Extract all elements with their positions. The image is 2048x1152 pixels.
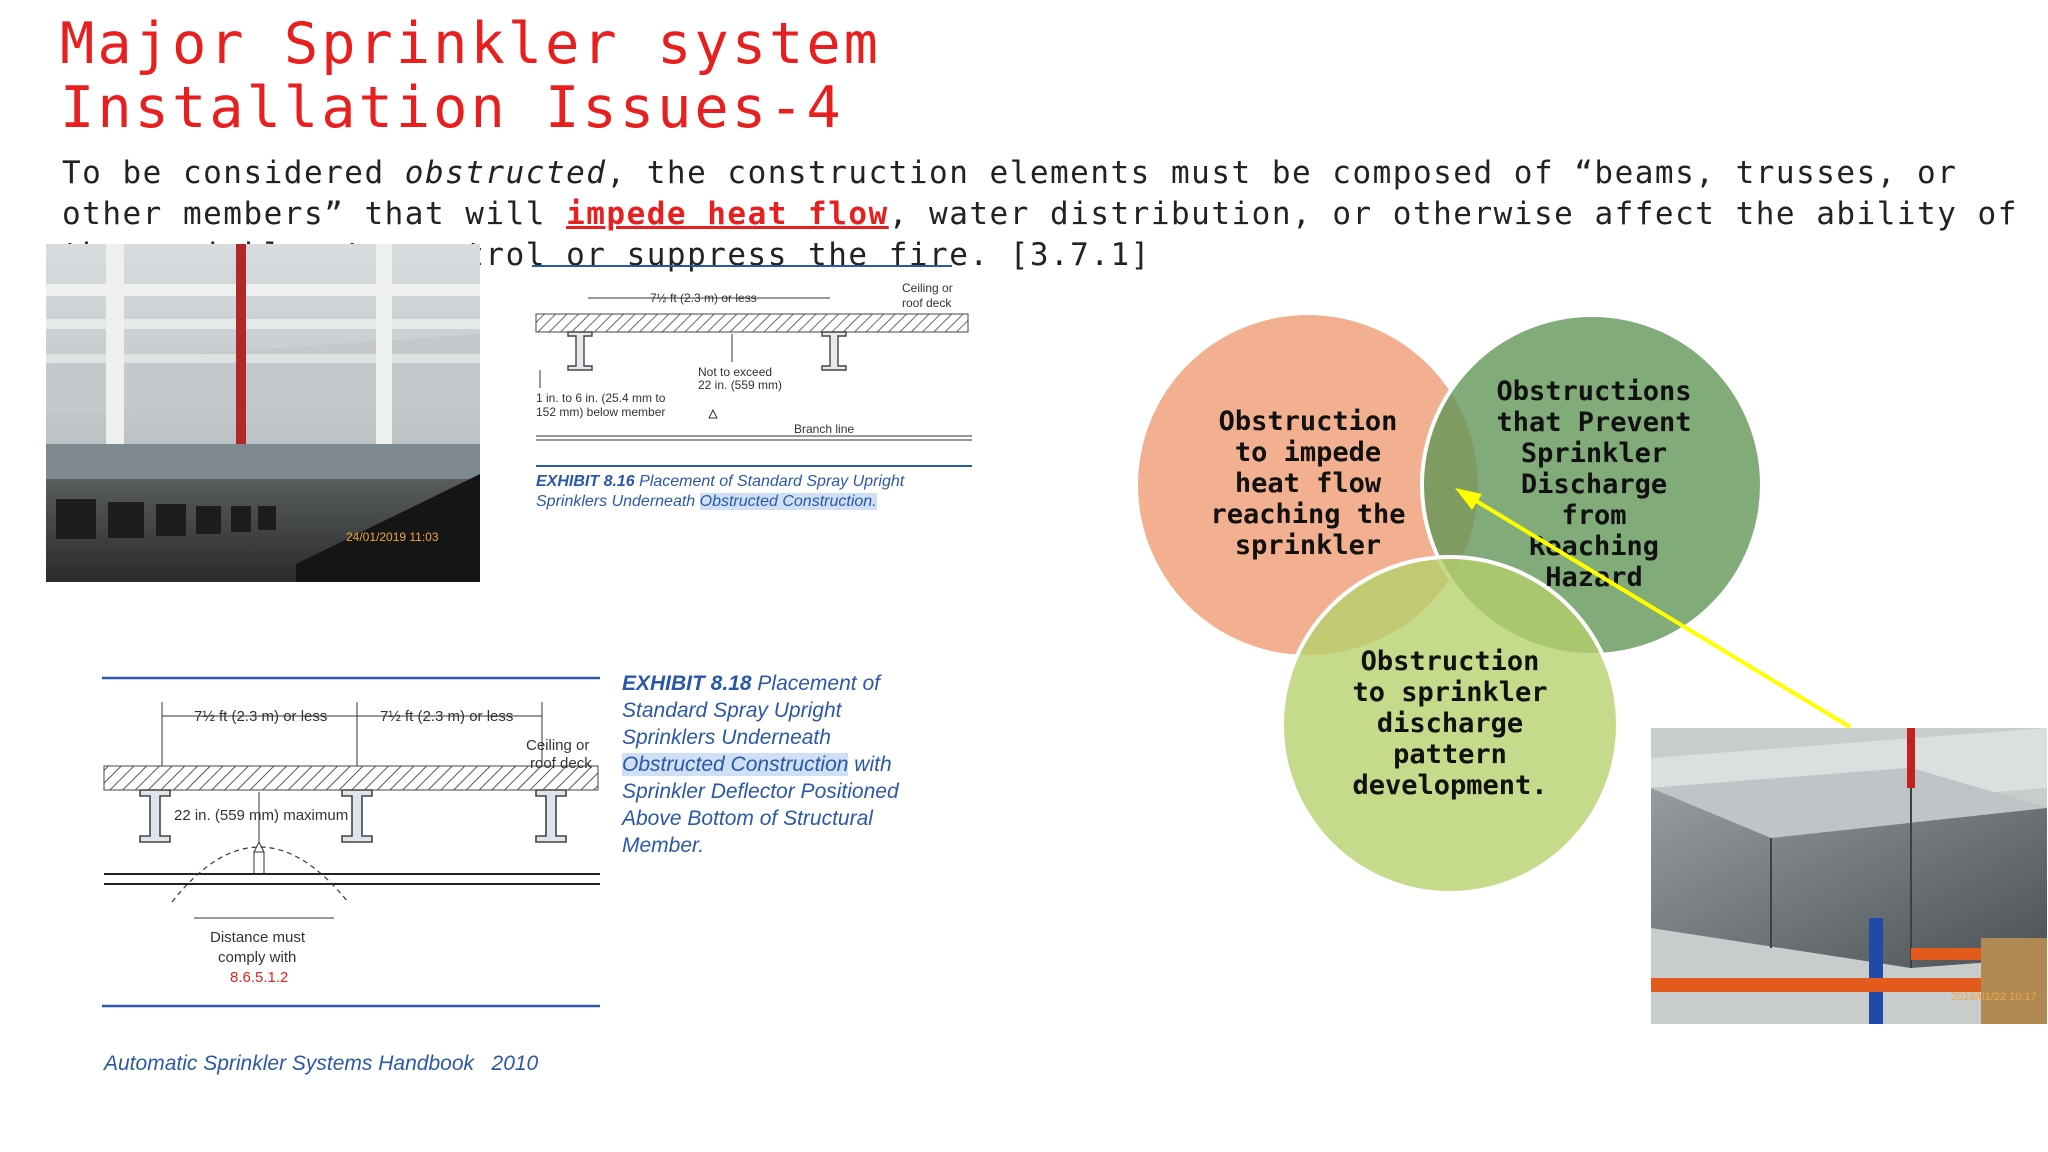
e18-caption-line5: Sprinkler Deflector Positioned [622,780,899,803]
e18-caption-number: EXHIBIT 8.18 [622,672,752,695]
e18-caption-line2: Standard Spray Upright [622,699,842,722]
body-text-1: To be considered [62,155,405,191]
photo2-timestamp: 2019/01/22 10:17 [1951,991,2037,1003]
e18-caption-line6: Above Bottom of Structural [622,807,873,830]
exhibit-8-18-diagram: 7½ ft (2.3 m) or less 7½ ft (2.3 m) or l… [102,676,600,1008]
duct-photo-drawing: 2019/01/22 10:17 [1651,728,2047,1024]
e18-dist-1: Distance must [210,929,306,946]
title-line-1: Major Sprinkler system [60,11,881,77]
exhibit-8-18-caption: EXHIBIT 8.18 Placement of Standard Spray… [622,670,899,859]
e16-caption-line1: Placement of Standard Spray Upright [639,473,905,490]
e16-ceiling: Ceiling or [902,281,953,295]
handbook-credit: Automatic Sprinkler Systems Handbook 201… [104,1052,538,1076]
e16-below-2: 152 mm) below member [536,405,665,419]
e18-caption-line7: Member. [622,834,705,857]
duct-photo: 2019/01/22 10:17 [1651,728,2047,1024]
e18-max: 22 in. (559 mm) maximum [174,807,348,824]
exhibit-8-16-diagram: 7½ ft (2.3 m) or less Ceiling or roof de… [532,265,972,467]
handbook-title: Automatic Sprinkler Systems Handbook [104,1052,474,1075]
slide-title: Major Sprinkler system Installation Issu… [60,12,881,140]
e16-not-exceed-2: 22 in. (559 mm) [698,378,782,392]
e18-dim-left: 7½ ft (2.3 m) or less [194,708,327,725]
e16-ceiling2: roof deck [902,296,952,310]
e16-branch-line: Branch line [794,422,854,436]
e16-caption-number: EXHIBIT 8.16 [536,473,635,490]
e16-not-exceed-1: Not to exceed [698,365,772,379]
e16-dim-top: 7½ ft (2.3 m) or less [650,291,757,305]
e18-dim-right: 7½ ft (2.3 m) or less [380,708,513,725]
e18-caption-line1: Placement of [757,672,880,695]
venn-label-prevent: Obstructions that Prevent Sprinkler Disc… [1496,376,1692,593]
e18-ceiling: Ceiling or [526,737,589,754]
photo1-timestamp: 24/01/2019 11:03 [346,530,439,544]
body-paragraph: To be considered obstructed, the constru… [62,153,2042,276]
venn-label-heat: Obstruction to impede heat flow reaching… [1210,406,1406,561]
e18-dist-3: 8.6.5.1.2 [230,969,288,986]
e18-caption-line4b: with [848,753,892,776]
highlight-impede-heat-flow: impede heat flow [566,196,889,232]
e18-caption-line3: Sprinklers Underneath [622,726,831,749]
exhibit-8-18-figure: 7½ ft (2.3 m) or less 7½ ft (2.3 m) or l… [100,672,610,1012]
e18-ceiling2: roof deck [530,755,592,772]
warehouse-photo-drawing: 24/01/2019 11:03 [46,244,480,582]
warehouse-photo: 24/01/2019 11:03 [46,244,480,582]
e16-below-1: 1 in. to 6 in. (25.4 mm to [536,391,666,405]
body-italic: obstructed [404,155,607,191]
e16-caption-line2a: Sprinklers Underneath [536,493,700,510]
handbook-year: 2010 [491,1052,539,1075]
e18-caption-line4a: Obstructed Construction [622,753,849,776]
body-text-2: , the construction elements must be comp… [62,155,1958,232]
exhibit-8-16-figure: 7½ ft (2.3 m) or less Ceiling or roof de… [532,258,972,518]
exhibit-8-16-caption: EXHIBIT 8.16 Placement of Standard Spray… [536,472,904,512]
e18-dist-2: comply with [218,949,296,966]
title-line-2: Installation Issues-4 [60,75,844,141]
venn-label-pattern: Obstruction to sprinkler discharge patte… [1352,646,1548,801]
e16-caption-line2b: Obstructed Construction. [699,493,877,510]
